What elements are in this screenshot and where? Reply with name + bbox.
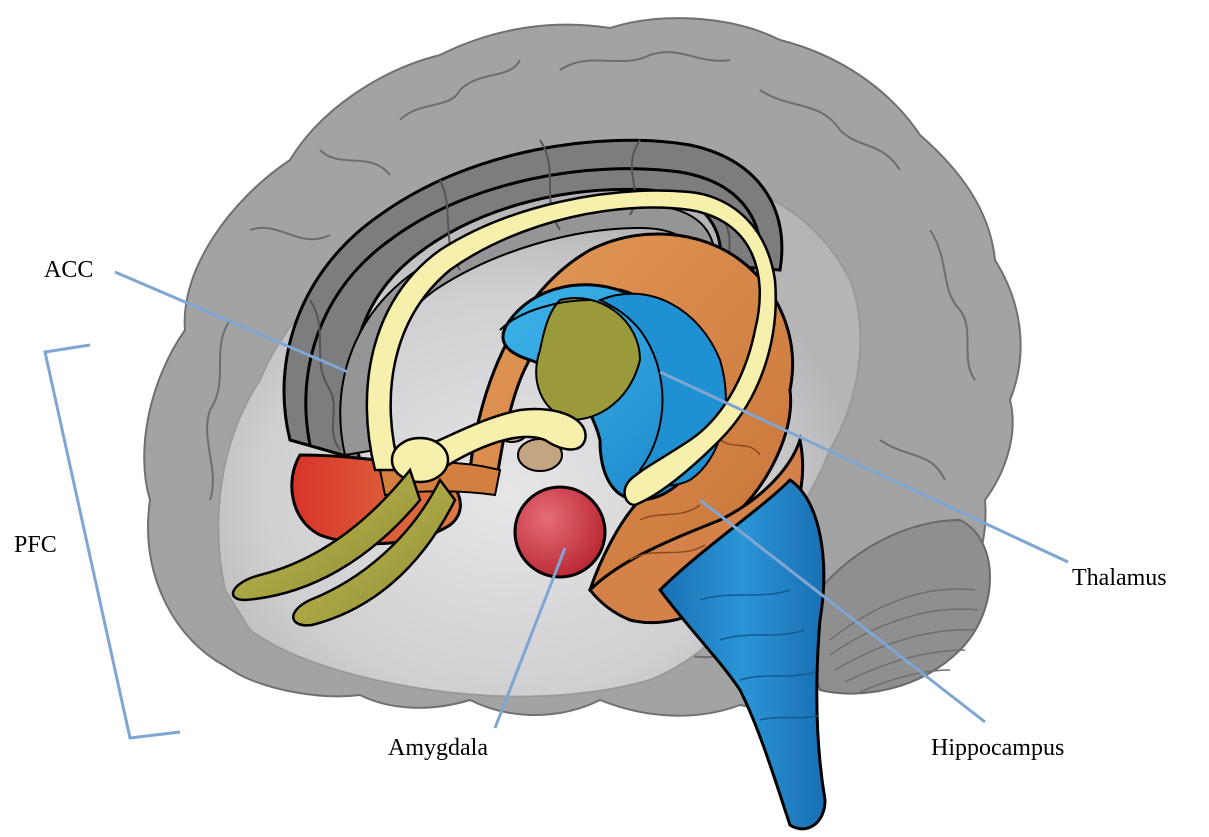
acc-label: ACC xyxy=(44,258,93,282)
hippocampus-label: Hippocampus xyxy=(931,736,1064,760)
thalamus-label: Thalamus xyxy=(1072,566,1167,590)
amygdala-label: Amygdala xyxy=(388,736,488,760)
pfc-label: PFC xyxy=(14,533,57,557)
